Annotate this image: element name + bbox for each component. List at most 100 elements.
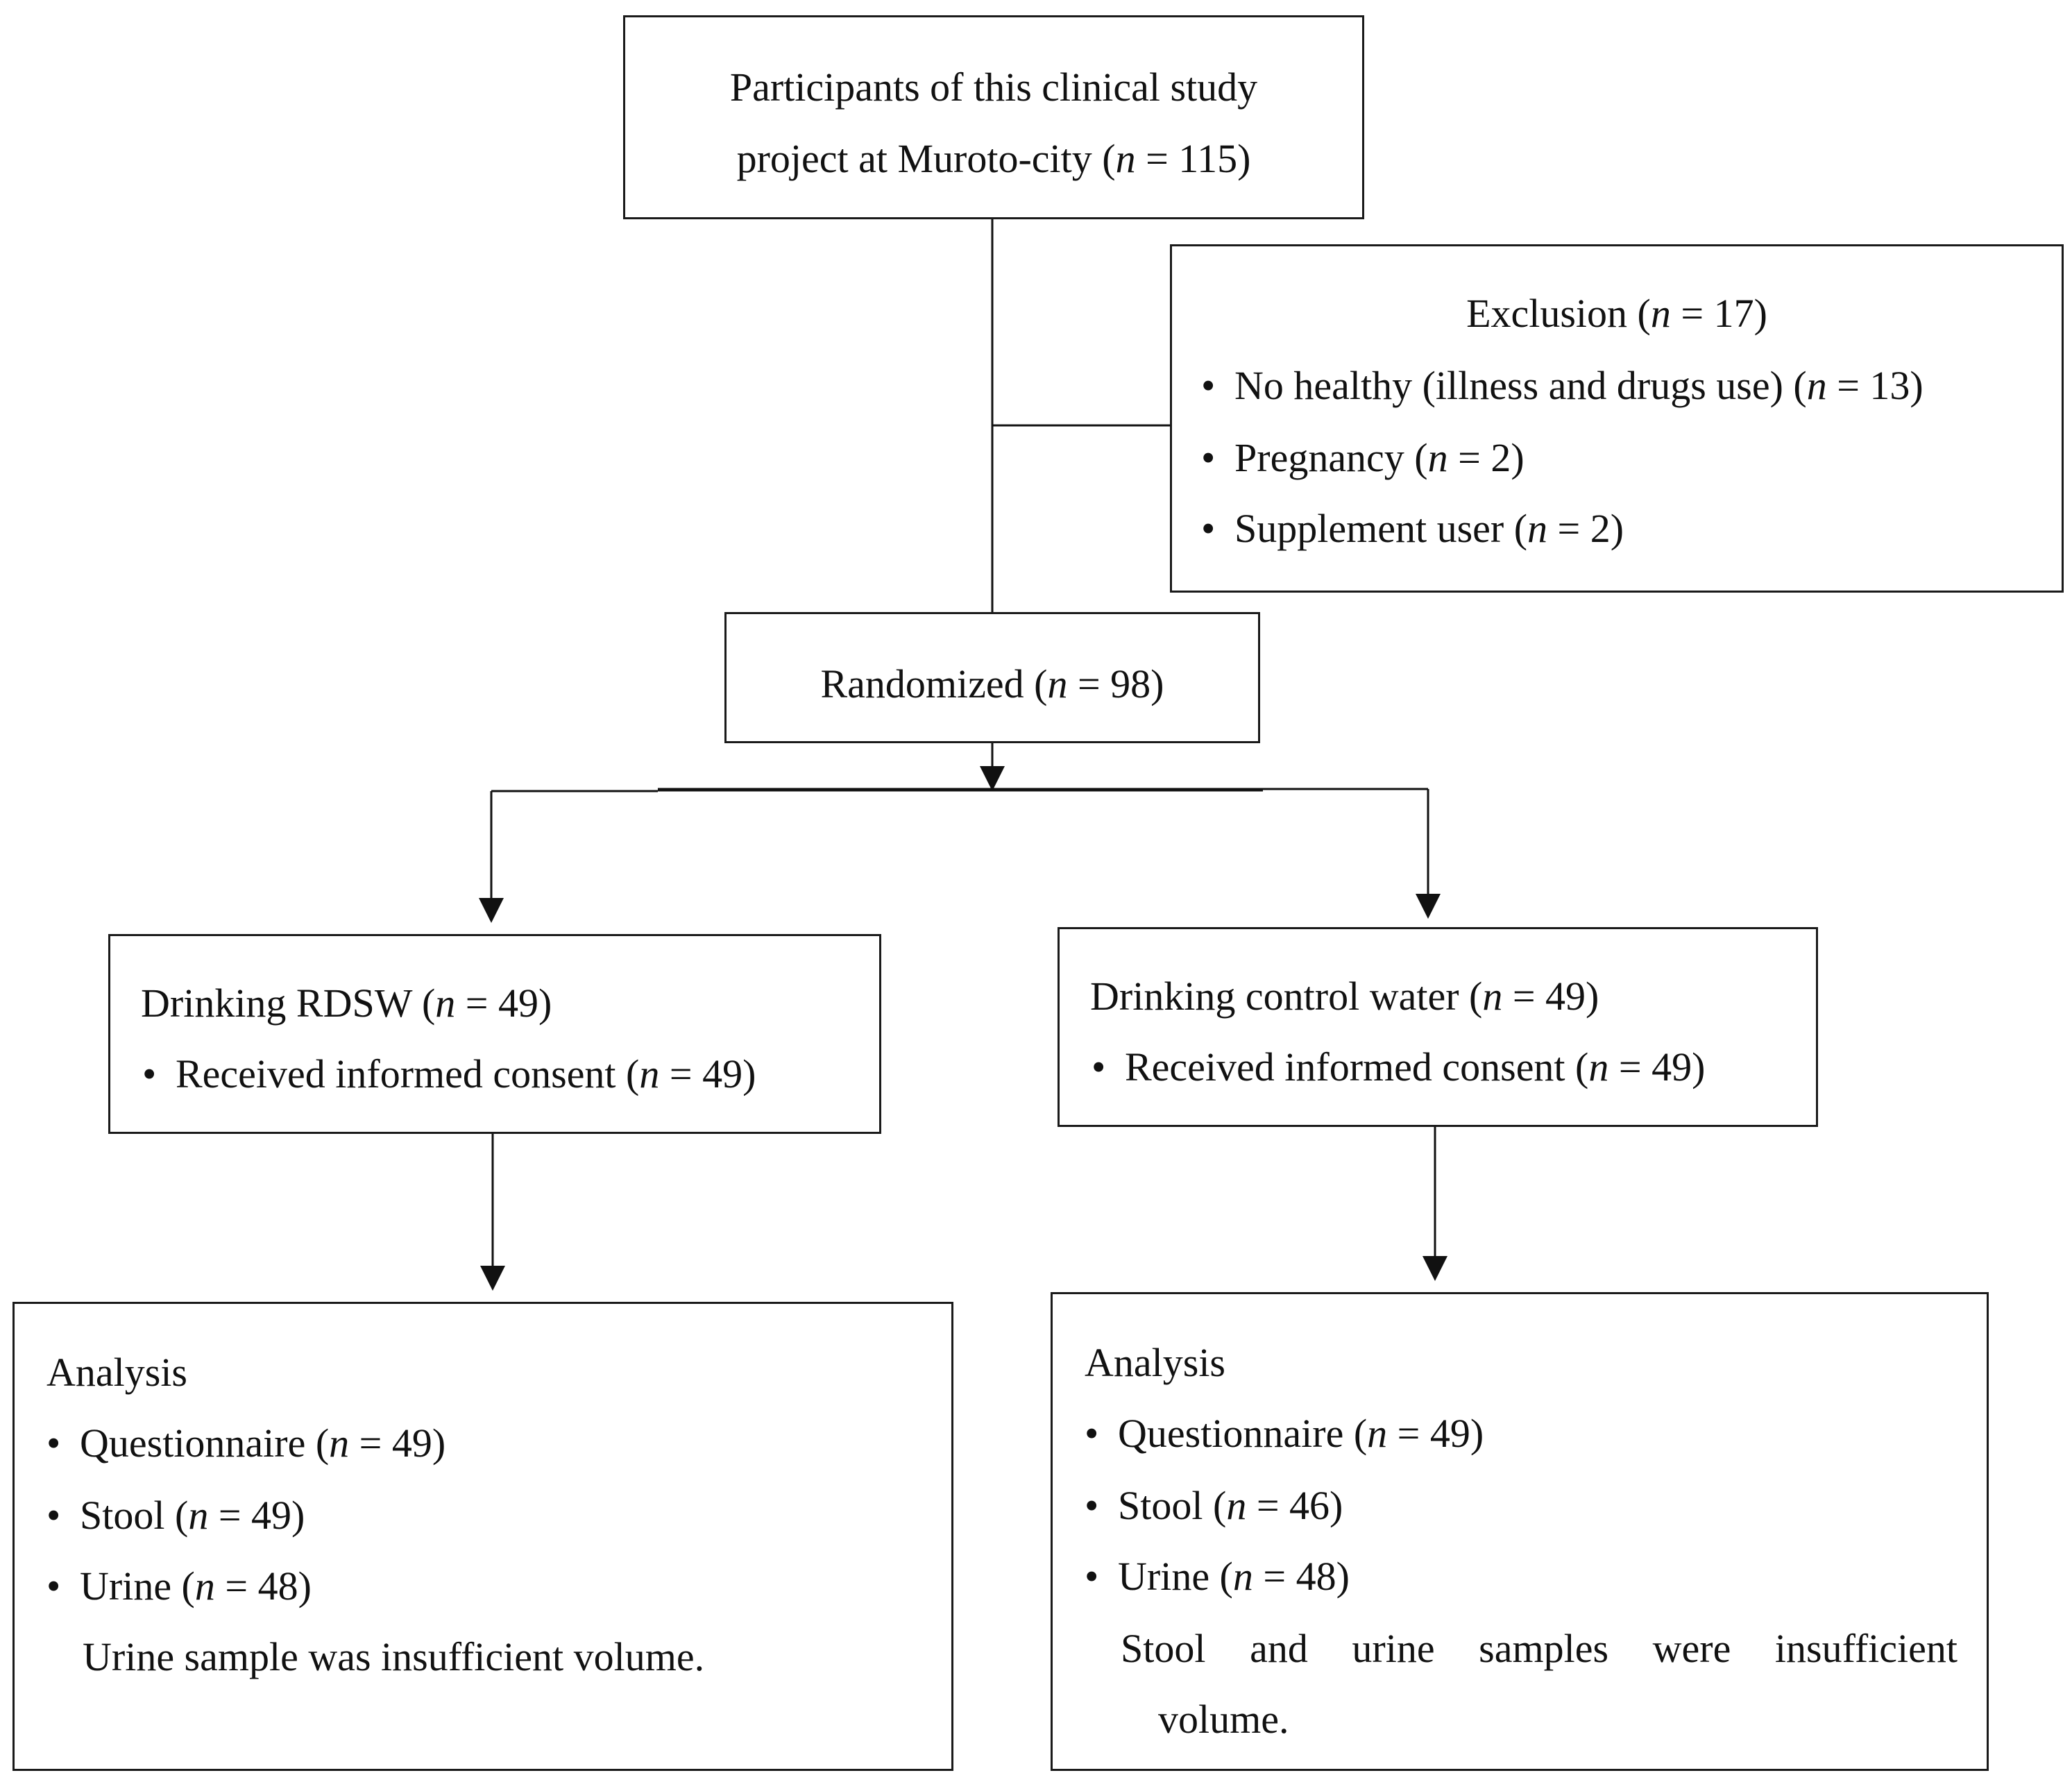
randomized-count: = 98) [1067,661,1164,706]
exclusion-item-count: = 13) [1826,363,1924,408]
n-symbol: n [1588,1044,1609,1089]
n-symbol: n [1232,1554,1253,1599]
control-group-title: Drinking control water (n = 49) [1090,976,1599,1017]
control-analysis-arrowhead [1423,1256,1447,1281]
n-symbol: n [1806,363,1827,408]
exclusion-item-label: No healthy (illness and drugs use) ( [1234,363,1807,408]
bullet-icon: • [1092,1044,1106,1089]
bullet-icon: • [142,1051,157,1096]
exclusion-item: • Supplement user (n = 2) [1201,509,1624,549]
bullet-icon: • [46,1563,61,1609]
n-symbol: n [435,981,456,1026]
rdsw-analysis-title: Analysis [46,1352,187,1393]
rdsw-analysis-item: • Stool (n = 49) [46,1495,305,1536]
bullet-icon: • [1085,1411,1099,1456]
rdsw-consent-item: • Received informed consent (n = 49) [142,1054,756,1094]
participants-text-1: Participants of this clinical study [729,65,1258,110]
control-analysis-item-count: = 48) [1252,1554,1350,1599]
rdsw-analysis-title-text: Analysis [46,1350,187,1395]
bullet-icon: • [46,1493,61,1538]
bullet-icon: • [1085,1483,1099,1528]
control-analysis-note: Stool and urine samples were insufficien… [1121,1629,1958,1669]
right-branch-arrowhead [1416,894,1441,919]
rdsw-analysis-item-count: = 48) [214,1563,312,1609]
participants-line-2: project at Muroto-city (n = 115) [625,139,1362,179]
exclusion-title: Exclusion (n = 17) [1172,294,2062,334]
exclusion-item: • No healthy (illness and drugs use) (n =… [1201,366,1924,406]
control-analysis-note-continuation: volume. [1158,1699,1289,1740]
n-symbol: n [1482,974,1503,1019]
control-analysis-note-text: Stool and urine samples were insufficien… [1121,1626,1958,1671]
rdsw-analysis-item-count: = 49) [349,1420,446,1466]
exclusion-item-count: = 2) [1447,435,1525,480]
randomized-box: Randomized (n = 98) [724,612,1260,743]
bullet-icon: • [1201,506,1216,551]
n-symbol: n [1427,435,1448,480]
control-analysis-item-count: = 46) [1246,1483,1343,1528]
rdsw-analysis-item: • Urine (n = 48) [46,1566,312,1606]
n-symbol: n [1226,1483,1247,1528]
rdsw-analysis-arrowhead [480,1266,505,1291]
randomized-arrowhead [980,766,1005,791]
exclusion-item: • Pregnancy (n = 2) [1201,438,1525,478]
n-symbol: n [1527,506,1548,551]
participants-text-2: project at Muroto-city ( [736,136,1116,181]
bullet-icon: • [1085,1554,1099,1599]
randomized-label: Randomized (n = 98) [727,664,1258,704]
control-analysis-item-label: Questionnaire ( [1118,1411,1368,1456]
left-branch-arrowhead [479,898,504,923]
control-analysis-item: • Stool (n = 46) [1085,1486,1343,1526]
rdsw-group-title-text: Drinking RDSW ( [141,981,436,1026]
control-group-title-text: Drinking control water ( [1090,974,1483,1019]
rdsw-analysis-item-count: = 49) [208,1493,305,1538]
exclusion-item-label: Pregnancy ( [1234,435,1428,480]
control-analysis-title: Analysis [1085,1343,1225,1383]
exclusion-count: = 17) [1670,291,1767,336]
rdsw-analysis-item-label: Urine ( [80,1563,195,1609]
n-symbol: n [1650,291,1671,336]
exclusion-box: Exclusion (n = 17) •No healthy (illness … [1170,244,2064,593]
n-symbol: n [194,1563,215,1609]
n-symbol: n [1367,1411,1388,1456]
rdsw-analysis-item: • Questionnaire (n = 49) [46,1423,445,1464]
randomized-text: Randomized ( [820,661,1048,706]
rdsw-analysis-note: Urine sample was insufficient volume. [83,1637,704,1677]
control-consent-label: Received informed consent ( [1125,1044,1589,1089]
control-analysis-title-text: Analysis [1085,1340,1225,1385]
exclusion-item-label: Supplement user ( [1234,506,1528,551]
rdsw-analysis-item-label: Questionnaire ( [80,1420,330,1466]
control-analysis-item-label: Urine ( [1118,1554,1233,1599]
participants-count: = 115) [1135,136,1251,181]
control-analysis-box: Analysis •Questionnaire (n = 49) •Stool … [1051,1292,1989,1771]
control-analysis-item: • Urine (n = 48) [1085,1556,1350,1597]
control-consent-count: = 49) [1608,1044,1706,1089]
bullet-icon: • [46,1420,61,1466]
bullet-icon: • [1201,435,1216,480]
rdsw-consent-label: Received informed consent ( [176,1051,640,1096]
n-symbol: n [1047,661,1068,706]
control-analysis-item-label: Stool ( [1118,1483,1227,1528]
rdsw-analysis-item-label: Stool ( [80,1493,189,1538]
control-consent-item: • Received informed consent (n = 49) [1092,1047,1705,1087]
exclusion-item-count: = 2) [1547,506,1624,551]
exclusion-title-text: Exclusion ( [1466,291,1651,336]
control-analysis-item-count: = 49) [1387,1411,1484,1456]
rdsw-consent-count: = 49) [659,1051,756,1096]
control-group-count: = 49) [1502,974,1599,1019]
control-group-box: Drinking control water (n = 49) •Receive… [1058,927,1818,1127]
rdsw-analysis-box: Analysis •Questionnaire (n = 49) •Stool … [12,1302,953,1771]
n-symbol: n [329,1420,350,1466]
rdsw-analysis-note-text: Urine sample was insufficient volume. [83,1634,705,1679]
n-symbol: n [1115,136,1136,181]
bullet-icon: • [1201,363,1216,408]
participants-line-1: Participants of this clinical study [625,67,1362,108]
rdsw-group-title: Drinking RDSW (n = 49) [141,983,552,1024]
rdsw-group-box: Drinking RDSW (n = 49) •Received informe… [108,934,881,1134]
n-symbol: n [188,1493,209,1538]
n-symbol: n [639,1051,660,1096]
rdsw-group-count: = 49) [455,981,552,1026]
participants-box: Participants of this clinical study proj… [623,15,1364,219]
control-analysis-item: • Questionnaire (n = 49) [1085,1414,1484,1454]
